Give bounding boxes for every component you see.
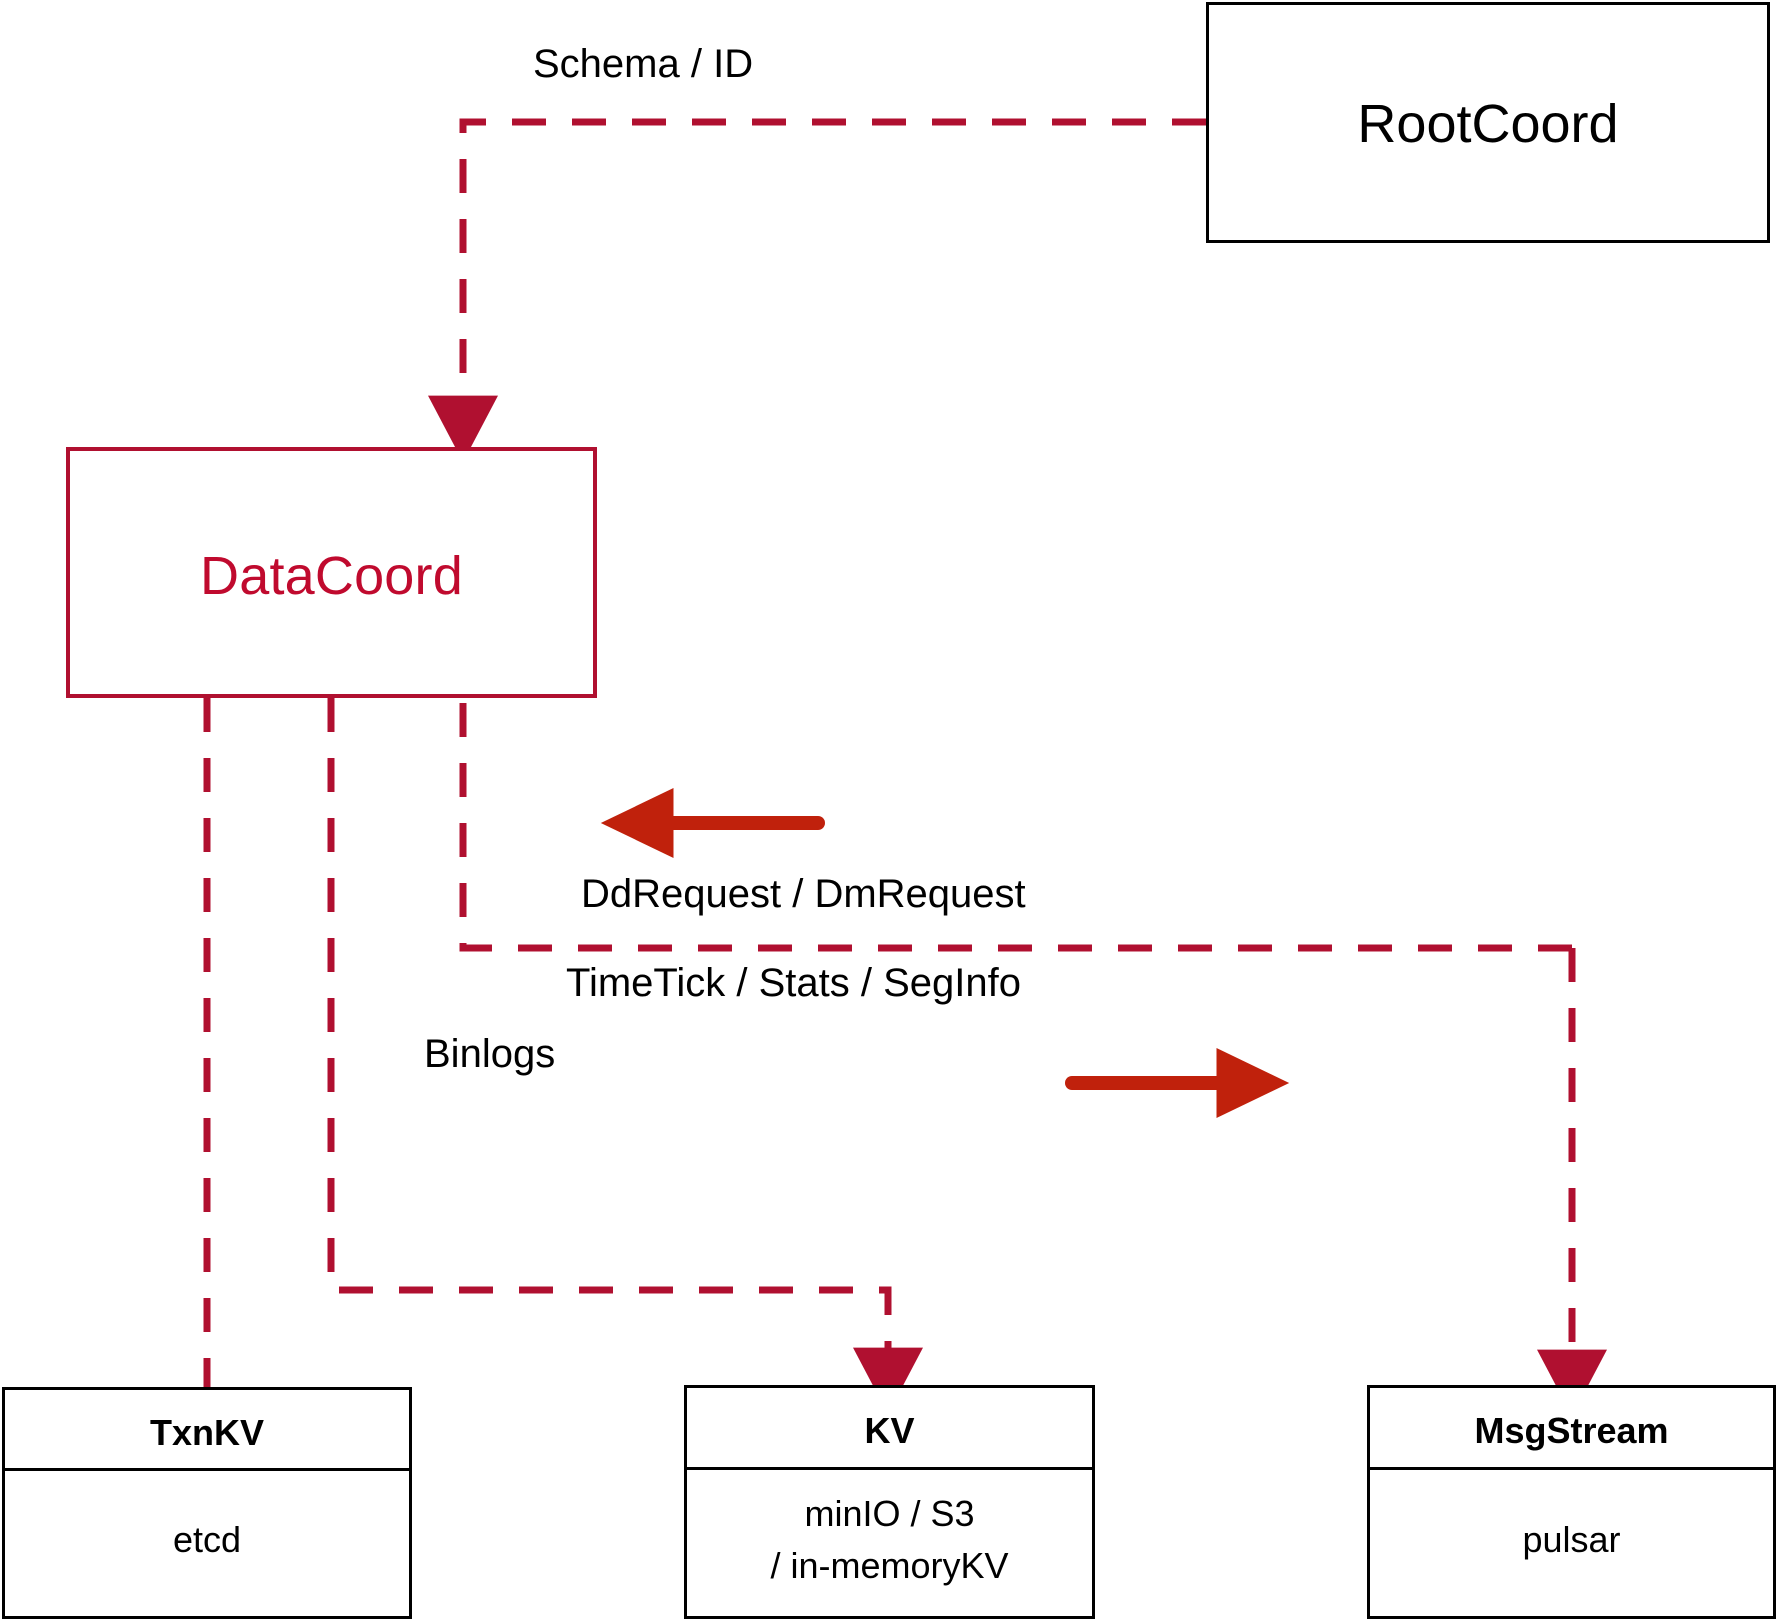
edge-label-binlogs: Binlogs xyxy=(424,1032,556,1076)
node-rootcoord[interactable]: RootCoord xyxy=(1206,2,1770,243)
node-txnkv-body: etcd xyxy=(172,1519,242,1560)
edge-label-schema-id: Schema / ID xyxy=(533,42,754,86)
node-kv-divider xyxy=(687,1467,1092,1470)
edge-msgstream-to-datacoord xyxy=(428,613,1572,952)
node-txnkv-header: TxnKV xyxy=(149,1412,264,1453)
node-kv-body-line1: minIO / S3 xyxy=(804,1493,975,1534)
node-msgstream-body: pulsar xyxy=(1522,1519,1621,1560)
node-datacoord-label: DataCoord xyxy=(200,546,463,606)
node-rootcoord-label: RootCoord xyxy=(1357,94,1619,154)
edge-label-dd-dm-request: DdRequest / DmRequest xyxy=(581,872,1026,916)
node-kv[interactable]: KV minIO / S3 / in-memoryKV xyxy=(684,1385,1095,1619)
node-datacoord[interactable]: DataCoord xyxy=(66,447,597,698)
edge-rootcoord-to-datacoord xyxy=(428,118,1206,463)
node-kv-header: KV xyxy=(864,1410,915,1451)
node-txnkv-divider xyxy=(5,1468,409,1471)
node-txnkv[interactable]: TxnKV etcd xyxy=(2,1387,412,1619)
node-msgstream-divider xyxy=(1370,1467,1773,1470)
node-kv-body-line2: / in-memoryKV xyxy=(770,1545,1009,1586)
edge-datacoord-to-kv xyxy=(327,698,923,1415)
node-msgstream[interactable]: MsgStream pulsar xyxy=(1367,1385,1776,1619)
node-msgstream-header: MsgStream xyxy=(1474,1410,1669,1451)
edge-label-timetick-stats-seginfo: TimeTick / Stats / SegInfo xyxy=(566,961,1021,1005)
